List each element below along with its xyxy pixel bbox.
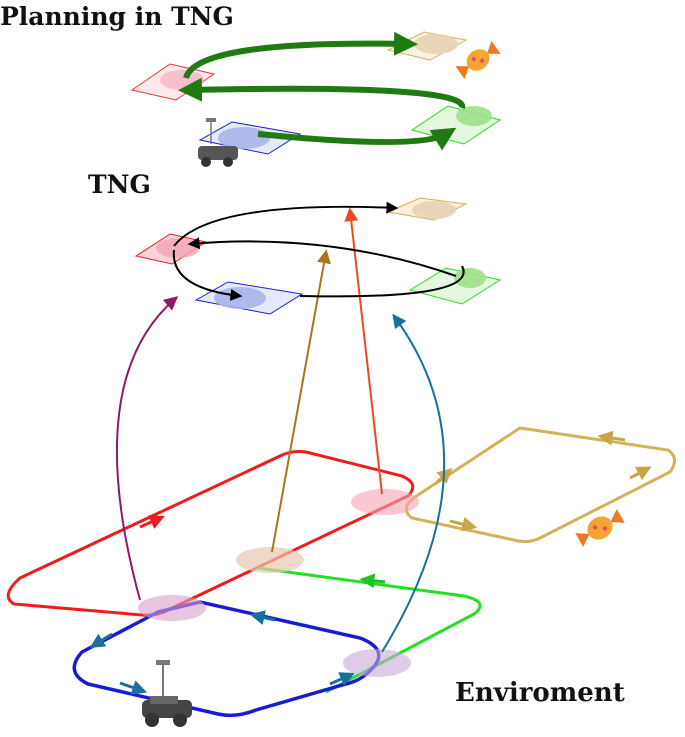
links-layer	[115, 207, 446, 653]
tng-node-green	[408, 267, 502, 305]
gold-loop	[404, 426, 676, 544]
tng-node-beige	[386, 197, 468, 221]
blue-loop	[72, 600, 381, 718]
gold-arrow-4	[435, 467, 453, 484]
plan-arrow-green-red	[178, 77, 466, 109]
environment-title: Enviroment	[455, 678, 625, 708]
tng-node-blue	[194, 281, 304, 315]
green-loop	[257, 566, 482, 694]
red-arrow	[139, 515, 165, 529]
plan-node-blue	[198, 121, 302, 155]
gold-arrow-2	[629, 466, 652, 481]
red-loop	[6, 450, 415, 617]
blue-arrow-2	[89, 632, 113, 648]
link-brown	[271, 249, 331, 553]
plan-arrow-red-beige	[183, 31, 418, 80]
env-node-red-green	[236, 547, 304, 573]
tng-edge-blue-green	[299, 265, 465, 298]
plan-robot-icon	[198, 118, 238, 167]
env-node-red-gold	[351, 489, 419, 515]
robot-icon	[142, 660, 192, 727]
tng-edge-green-red	[187, 237, 457, 277]
link-teal	[381, 313, 446, 653]
tng-node-red	[134, 233, 208, 265]
plan-node-red	[130, 63, 216, 101]
candy-icon	[575, 509, 625, 547]
gold-arrow-1	[597, 430, 626, 446]
blue-arrow-3	[119, 680, 148, 695]
tng-edge-red-beige	[173, 201, 399, 247]
link-orange	[344, 207, 383, 495]
planning-title: Planning in TNG	[0, 2, 234, 31]
tng-title: TNG	[88, 170, 151, 199]
green-arrow	[359, 573, 386, 589]
link-purple	[115, 296, 179, 601]
env-node-blue-green	[343, 649, 411, 677]
planning-layer	[130, 31, 502, 167]
plan-candy-icon	[455, 40, 501, 80]
gold-arrow-3	[449, 516, 478, 532]
plan-arrow-blue-green	[257, 127, 457, 151]
env-node-red-blue	[138, 595, 206, 621]
tng-edge-red-blue	[172, 249, 243, 301]
environment-layer	[6, 426, 676, 727]
tng-layer	[134, 197, 502, 315]
blue-arrow-1	[249, 610, 276, 625]
blue-arrow-4	[329, 672, 355, 686]
